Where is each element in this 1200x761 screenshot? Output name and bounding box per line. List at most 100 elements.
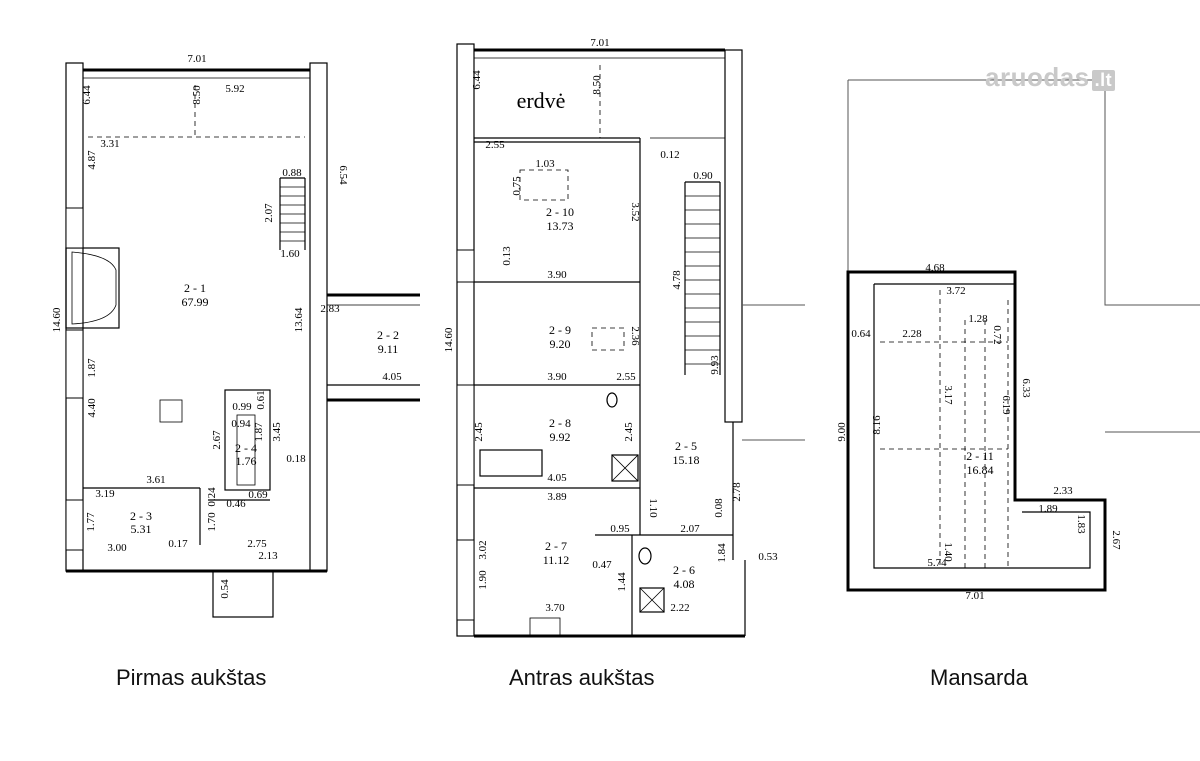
floor2-dim: 14.60 xyxy=(443,327,455,352)
floor2-right-wall-upper xyxy=(724,49,743,423)
attic-plan xyxy=(846,79,1200,592)
floor1-dim: 0.46 xyxy=(226,498,246,510)
floor1-dim: 0.61 xyxy=(255,390,267,409)
floor2-void-label: erdvė xyxy=(517,88,566,113)
floor2-shower xyxy=(611,454,639,482)
floor2-room-2-9-id: 2 - 9 xyxy=(549,323,571,337)
floor2-steps xyxy=(529,617,561,637)
floor1-wc-block xyxy=(224,389,271,491)
floor1-dim: 0.88 xyxy=(282,167,302,179)
floor1-dim: 4.40 xyxy=(86,398,98,418)
floor2-wc xyxy=(638,547,652,565)
floor2-wc-2 xyxy=(606,392,618,408)
floor2-dim: 3.52 xyxy=(629,202,641,221)
floor1-window-left-a xyxy=(65,207,84,249)
floor1-dim: 0.94 xyxy=(231,418,251,430)
floor2-table-outline xyxy=(519,169,569,201)
floor2-dim: 8.50 xyxy=(591,75,603,95)
floor1-dim: 1.87 xyxy=(86,358,98,378)
floor2-dim: 9.93 xyxy=(709,355,721,375)
floor2-dim: 4.05 xyxy=(547,472,567,484)
caption-attic: Mansarda xyxy=(930,665,1028,690)
floor1-room-2-3-id: 2 - 3 xyxy=(130,509,152,523)
floor2-dim: 3.89 xyxy=(547,491,567,503)
floor1-dim: 2.07 xyxy=(263,203,275,223)
floor1-room-2-4-area: 1.76 xyxy=(236,454,257,468)
attic-dim: 9.00 xyxy=(836,422,848,442)
floor1-plan xyxy=(65,62,420,618)
attic-dim: 4.68 xyxy=(925,262,945,274)
floor1-dim: 1.87 xyxy=(253,422,265,442)
watermark-suffix: .lt xyxy=(1091,70,1116,91)
attic-dim: 2.67 xyxy=(1110,530,1122,550)
caption-first-floor: Pirmas aukštas xyxy=(116,665,267,690)
floor2-dim: 2.55 xyxy=(616,371,636,383)
floor1-room-2-4-id: 2 - 4 xyxy=(235,441,257,455)
floor2-window-left-a xyxy=(456,249,475,283)
floor1-dim: 13.64 xyxy=(293,307,305,332)
floor1-room-2-3-area: 5.31 xyxy=(131,522,152,536)
floor1-dim: 5.92 xyxy=(225,83,244,95)
floor1-floor-drain xyxy=(159,399,183,423)
floor1-wc-inner xyxy=(236,414,256,486)
floor2-dim: 0.47 xyxy=(592,559,612,571)
attic-dim: 1.40 xyxy=(942,542,954,562)
floor2-dim: 3.90 xyxy=(547,371,567,383)
floor1-dim: 2.83 xyxy=(320,303,340,315)
floor2-room-2-9-area: 9.20 xyxy=(550,337,571,351)
floor1-room-2-2-area: 9.11 xyxy=(378,342,399,356)
attic-dim: 7.01 xyxy=(965,590,984,602)
floor2-dim: 1.84 xyxy=(716,543,728,563)
attic-dim: 5.74 xyxy=(927,557,947,569)
floor2-room-2-6-id: 2 - 6 xyxy=(673,563,695,577)
attic-dim: 1.28 xyxy=(968,313,988,325)
floor2-room-2-10-area: 13.73 xyxy=(547,219,574,233)
floor1-room-2-2-id: 2 - 2 xyxy=(377,328,399,342)
attic-dim: 1.89 xyxy=(1038,503,1058,515)
floor2-left-wall xyxy=(456,43,475,637)
floor2-dim: 1.44 xyxy=(616,572,628,592)
floor1-room-2-1-area: 67.99 xyxy=(182,295,209,309)
floor1-dim: 3.00 xyxy=(107,542,127,554)
floor2-dim: 0.90 xyxy=(693,170,713,182)
floor2-room-2-8-id: 2 - 8 xyxy=(549,416,571,430)
floor2-dim: 1.90 xyxy=(477,570,489,590)
floor2-dim: 7.01 xyxy=(590,37,609,49)
floor2-dim: 1.10 xyxy=(647,498,659,518)
floor2-shower-2 xyxy=(639,587,665,613)
floor2-dim: 2.36 xyxy=(629,326,641,346)
attic-dim: 6.33 xyxy=(1020,378,1032,398)
floor2-stairs xyxy=(684,181,721,375)
floor1-dim: 3.45 xyxy=(271,422,283,442)
floor2-plan xyxy=(456,43,805,638)
floor1-right-wall xyxy=(309,62,328,572)
floor2-dim: 1.03 xyxy=(535,158,555,170)
floor1-dim: 6.44 xyxy=(81,85,93,105)
floor2-dim: 6.44 xyxy=(471,70,483,90)
floor1-dim: 0.24 xyxy=(206,487,218,507)
floor1-room-2-1-id: 2 - 1 xyxy=(184,281,206,295)
floor1-fireplace-hearth xyxy=(71,251,117,325)
floor2-desk-outline xyxy=(591,327,625,351)
floor1-porch xyxy=(212,570,274,618)
floor2-room-2-7-id: 2 - 7 xyxy=(545,539,567,553)
floor1-dim: 8.50 xyxy=(191,85,203,105)
floor2-dim: 0.95 xyxy=(610,523,630,535)
attic-dim: 0.64 xyxy=(851,328,871,340)
attic-dim: 0.72 xyxy=(991,325,1003,344)
floor2-window-left-c xyxy=(456,539,475,621)
attic-dim: 8.16 xyxy=(871,415,883,435)
floor2-dim: 0.13 xyxy=(501,246,513,266)
floor2-dim: 3.90 xyxy=(547,269,567,281)
floor2-dim: 0.53 xyxy=(758,551,778,563)
floor1-window-left-b xyxy=(65,329,84,399)
floor2-dim: 2.45 xyxy=(473,422,485,442)
floor1-dim: 0.69 xyxy=(248,489,268,501)
caption-second-floor: Antras aukštas xyxy=(509,665,655,690)
floor2-dim: 2.45 xyxy=(623,422,635,442)
attic-dim: 2.28 xyxy=(902,328,922,340)
attic-dim: 3.17 xyxy=(942,385,954,405)
floor2-dim: 3.02 xyxy=(477,540,489,559)
aruodas-watermark-logo: aruodas.lt xyxy=(985,62,1116,93)
watermark-name: aruodas xyxy=(985,62,1090,92)
